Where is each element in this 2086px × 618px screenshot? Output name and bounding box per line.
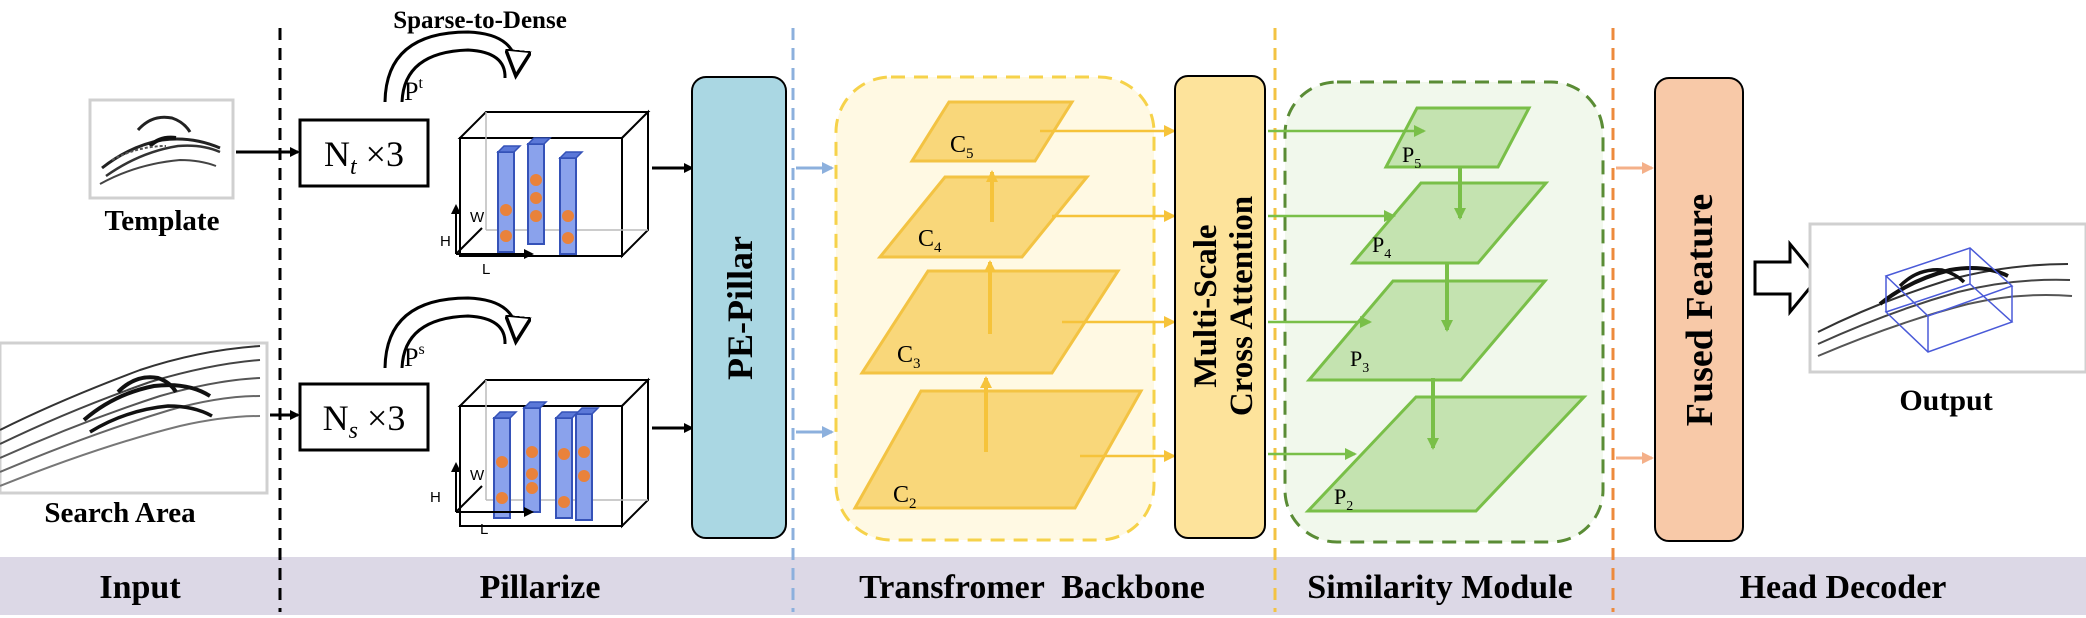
stage-label-input: Input bbox=[99, 569, 181, 606]
backbone-label-c2: C2 bbox=[893, 482, 917, 512]
stage-band bbox=[0, 557, 2086, 615]
backbone-plane-c2 bbox=[852, 389, 1144, 510]
backbone-label-c3: C3 bbox=[897, 342, 921, 372]
similarity-plane-p4 bbox=[1349, 181, 1550, 265]
stage-label-similarity: Similarity Module bbox=[1307, 569, 1572, 606]
template-points-box bbox=[298, 118, 430, 188]
search-pillar-label: Ps bbox=[404, 341, 425, 372]
template-axis-w: W bbox=[470, 209, 485, 226]
cross-attention-block bbox=[1174, 75, 1266, 539]
fused-feature-label: Fused Feature bbox=[1679, 194, 1721, 427]
output-label: Output bbox=[1899, 384, 1992, 417]
backbone-plane-c5 bbox=[909, 100, 1075, 163]
search-pillar-cube bbox=[451, 377, 651, 529]
sparse-to-dense-arrow-top bbox=[383, 30, 516, 103]
stage-label-backbone: Transfromer Backbone bbox=[859, 569, 1205, 606]
sparse-to-dense-arrow-top-inner bbox=[400, 48, 507, 103]
cross-attention-label: Multi-ScaleCross Attention bbox=[1188, 196, 1260, 416]
search-axis-w: W bbox=[470, 467, 485, 484]
similarity-label-p3: P3 bbox=[1350, 346, 1369, 376]
backbone-plane-c4 bbox=[876, 175, 1091, 259]
stage-label-pillarize: Pillarize bbox=[480, 569, 601, 606]
similarity-label-p4: P4 bbox=[1372, 232, 1391, 262]
sparse-to-dense-label: Sparse-to-Dense bbox=[393, 7, 567, 34]
search-area-point-cloud bbox=[0, 341, 269, 495]
template-pillar-cube bbox=[451, 109, 651, 259]
search-axis-h: H bbox=[430, 489, 441, 506]
similarity-label-p2: P2 bbox=[1334, 484, 1353, 514]
sparse-to-dense-arrow-bottom bbox=[383, 296, 516, 369]
search-points-label: Ns ×3 bbox=[323, 398, 406, 444]
template-pillar-label: Pt bbox=[404, 75, 423, 106]
search-area-label: Search Area bbox=[44, 497, 196, 529]
template-points-label: Nt ×3 bbox=[324, 134, 404, 180]
fused-feature-block bbox=[1654, 77, 1744, 542]
similarity-plane-p3 bbox=[1305, 279, 1549, 382]
similarity-label-p5: P5 bbox=[1402, 142, 1421, 172]
search-points-box bbox=[298, 382, 430, 452]
stage-label-head: Head Decoder bbox=[1740, 569, 1947, 606]
similarity-plane-p2 bbox=[1304, 395, 1588, 513]
pe-pillar-label: PE-Pillar bbox=[720, 236, 760, 380]
template-axis-l: L bbox=[482, 261, 490, 278]
template-label: Template bbox=[105, 205, 220, 237]
pe-pillar-block bbox=[691, 76, 787, 539]
backbone-label-c5: C5 bbox=[950, 132, 974, 162]
template-axis-h: H bbox=[440, 233, 451, 250]
output-point-cloud bbox=[1808, 222, 2086, 374]
search-axis-l: L bbox=[480, 521, 488, 538]
sparse-to-dense-arrow-bottom-inner bbox=[400, 314, 507, 369]
output-arrow bbox=[1753, 239, 1820, 317]
backbone-label-c4: C4 bbox=[918, 226, 942, 256]
template-point-cloud bbox=[88, 98, 235, 200]
